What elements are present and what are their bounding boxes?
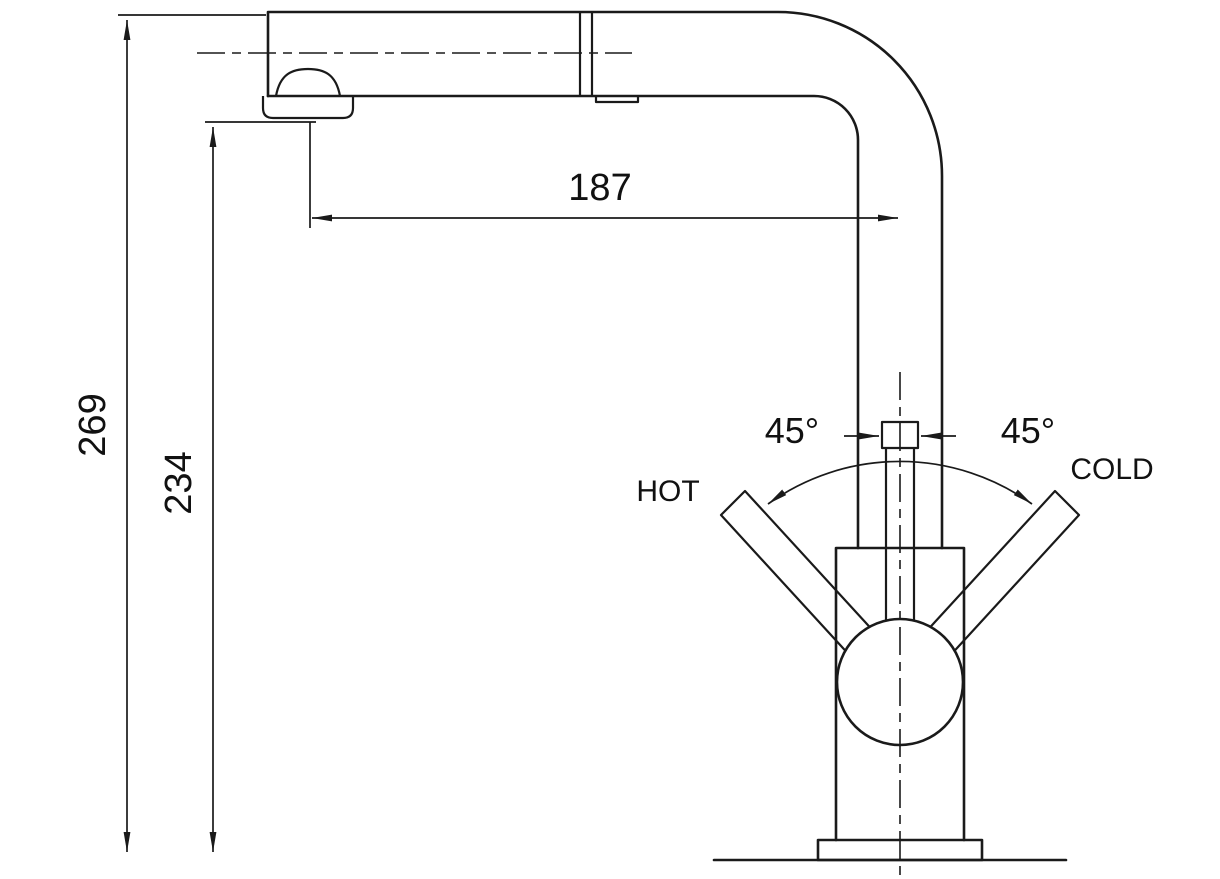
spout-nozzle-body bbox=[261, 96, 355, 120]
dimension-234-label: 234 bbox=[158, 451, 200, 514]
faucet-outline bbox=[261, 10, 944, 550]
hot-lever bbox=[719, 489, 879, 661]
spout-outer-edge bbox=[266, 10, 944, 550]
dimension-spout-reach: 187 bbox=[309, 122, 898, 228]
dimension-269-label: 269 bbox=[72, 393, 114, 456]
angle-arc bbox=[767, 460, 1033, 505]
angle-annotation: 45° 45° HOT COLD bbox=[636, 410, 1153, 508]
spout-inner-edge bbox=[266, 94, 860, 550]
spout-nozzle-dome bbox=[274, 67, 342, 97]
cold-lever bbox=[921, 489, 1081, 661]
dimension-overall-height: 269 bbox=[72, 14, 266, 852]
dimension-spout-height: 234 bbox=[158, 121, 316, 852]
cold-label: COLD bbox=[1070, 453, 1153, 486]
spray-head-notch bbox=[594, 96, 640, 104]
hot-label: HOT bbox=[636, 475, 699, 508]
angle-right-label: 45° bbox=[1001, 410, 1055, 451]
dimension-187-label: 187 bbox=[568, 167, 631, 209]
angle-left-label: 45° bbox=[765, 410, 819, 451]
